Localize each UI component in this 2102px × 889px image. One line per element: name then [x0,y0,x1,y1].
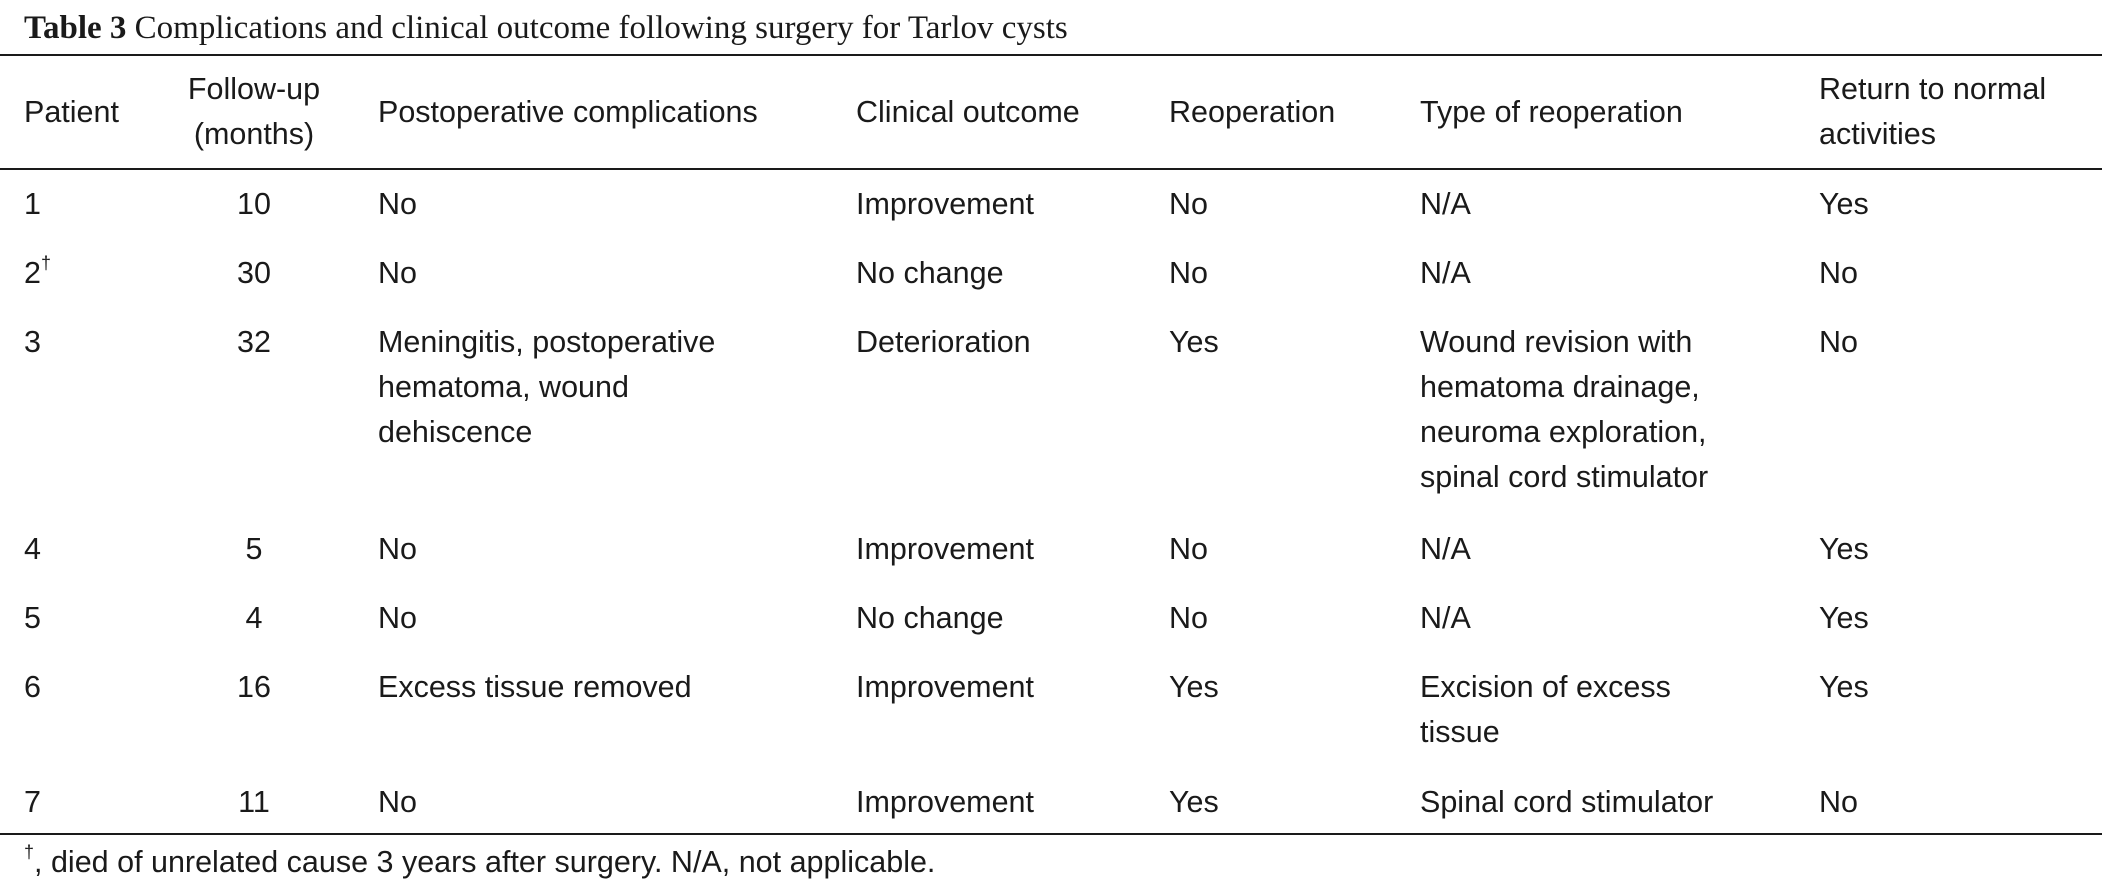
cell-outcome: No change [856,256,1004,290]
header-followup: Follow-up (months) [160,67,348,157]
patient-number: 6 [24,670,41,704]
cell-complications: No [378,780,417,825]
header-return-line1: Return to normal [1819,72,2047,106]
cell-complications: Excess tissue removed [378,665,692,710]
cell-complications: No [378,527,417,572]
header-followup-line1: Follow-up [187,72,321,106]
header-rule [0,168,2102,170]
footnote-text: , died of unrelated cause 3 years after … [34,845,936,879]
cell-line: N/A [1420,601,1471,635]
table-label: Table 3 [24,10,127,46]
cell-line: hematoma, wound [378,370,629,404]
cell-patient: 3 [24,320,41,365]
cell-followup: 10 [237,187,271,221]
table-footnote: †, died of unrelated cause 3 years after… [24,840,935,885]
cell-return: No [1819,256,1858,290]
cell-return: No [1819,325,1858,359]
cell-patient: 4 [24,527,41,572]
cell-type: N/A [1420,182,1471,227]
cell-outcome: Improvement [856,785,1034,819]
cell-type: Wound revision with hematoma drainage, neu… [1420,320,1708,500]
patient-number: 1 [24,187,41,221]
cell-followup: 4 [245,601,263,635]
cell-followup: 16 [237,670,271,704]
cell-line: N/A [1420,256,1471,290]
cell-line: Excess tissue removed [378,670,692,704]
cell-followup: 5 [245,532,263,566]
cell-patient: 6 [24,665,41,710]
cell-reoperation: Yes [1169,785,1219,819]
cell-reoperation: Yes [1169,670,1219,704]
cell-line: hematoma drainage, [1420,370,1700,404]
header-patient: Patient [24,95,119,129]
cell-line: No [378,532,417,566]
header-followup-line2: (months) [193,117,315,151]
cell-outcome: Improvement [856,187,1034,221]
cell-line: neuroma exploration, [1420,415,1707,449]
cell-complications: Meningitis, postoperative hematoma, wound… [378,320,715,455]
cell-outcome: Improvement [856,532,1034,566]
cell-followup: 11 [238,785,270,819]
patient-number: 2 [24,256,41,290]
cell-line: tissue [1420,715,1500,749]
cell-type: N/A [1420,596,1471,641]
cell-line: Spinal cord stimulator [1420,785,1714,819]
cell-type: N/A [1420,527,1471,572]
cell-line: No [378,601,417,635]
patient-number: 7 [24,785,41,819]
header-outcome: Clinical outcome [856,95,1080,129]
cell-complications: No [378,596,417,641]
cell-line: No [378,187,417,221]
table-title: Complications and clinical outcome follo… [134,10,1068,46]
cell-line: N/A [1420,532,1471,566]
cell-return: Yes [1819,532,1869,566]
cell-reoperation: No [1169,256,1208,290]
cell-followup: 32 [237,325,271,359]
cell-line: Excision of excess [1420,670,1671,704]
cell-return: No [1819,785,1858,819]
cell-type: Spinal cord stimulator [1420,780,1713,825]
footnote-mark: † [40,253,51,273]
cell-line: No [378,785,417,819]
cell-complications: No [378,251,417,296]
header-return: Return to normal activities [1819,67,2046,157]
header-return-line2: activities [1819,117,1936,151]
cell-followup: 30 [237,256,271,290]
table-bottom-rule [0,833,2102,835]
header-type: Type of reoperation [1420,95,1683,129]
cell-patient: 2† [24,251,51,296]
table-caption: Table 3 Complications and clinical outco… [24,8,1068,48]
cell-line: No [378,256,417,290]
cell-outcome: Improvement [856,670,1034,704]
cell-return: Yes [1819,670,1869,704]
patient-number: 3 [24,325,41,359]
cell-line: spinal cord stimulator [1420,460,1709,494]
cell-line: N/A [1420,187,1471,221]
cell-return: Yes [1819,187,1869,221]
cell-reoperation: No [1169,601,1208,635]
cell-outcome: No change [856,601,1004,635]
cell-line: Meningitis, postoperative [378,325,716,359]
cell-patient: 1 [24,182,41,227]
cell-patient: 7 [24,780,41,825]
cell-line: dehiscence [378,415,533,449]
cell-line: Wound revision with [1420,325,1693,359]
header-reoperation: Reoperation [1169,95,1336,129]
cell-reoperation: No [1169,532,1208,566]
cell-type: N/A [1420,251,1471,296]
cell-reoperation: Yes [1169,325,1219,359]
cell-patient: 5 [24,596,41,641]
patient-number: 5 [24,601,41,635]
cell-outcome: Deterioration [856,325,1031,359]
table-top-rule [0,54,2102,56]
cell-reoperation: No [1169,187,1208,221]
footnote-mark: † [24,842,35,862]
header-complications: Postoperative complications [378,95,758,129]
patient-number: 4 [24,532,41,566]
cell-complications: No [378,182,417,227]
cell-type: Excision of excess tissue [1420,665,1671,755]
cell-return: Yes [1819,601,1869,635]
